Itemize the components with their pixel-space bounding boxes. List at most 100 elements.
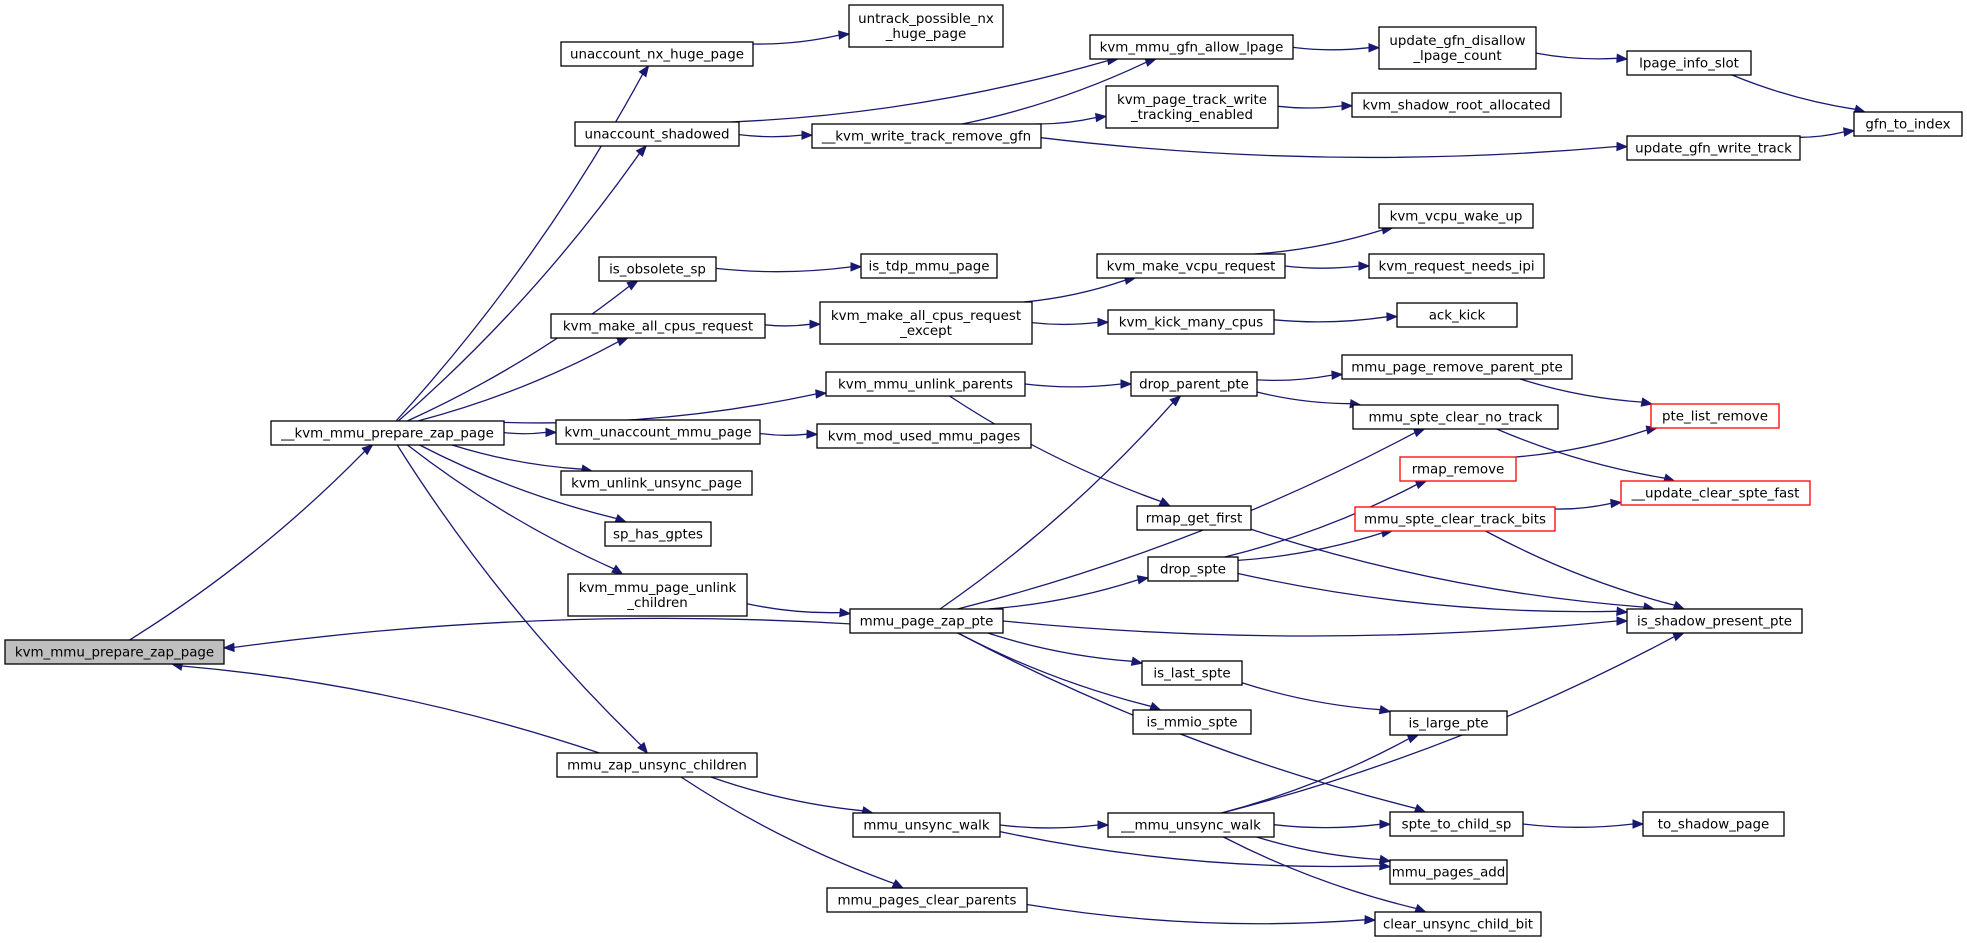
node-zap-unsync[interactable]: mmu_zap_unsync_children [556, 752, 758, 778]
node-label: to_shadow_page [1658, 818, 1770, 833]
node-clr-notrk[interactable]: mmu_spte_clear_no_track [1352, 404, 1559, 430]
node-unsync-walk[interactable]: mmu_unsync_walk [852, 812, 1001, 838]
node-box [1374, 911, 1542, 937]
edge-n_prep-to-n_unacc_mmu [503, 427, 558, 438]
node-rm-par[interactable]: mmu_page_remove_parent_pte [1341, 354, 1573, 380]
node-make-vcpu[interactable]: kvm_make_vcpu_request [1096, 253, 1286, 279]
edge-line [957, 432, 1416, 610]
node-unlink-par[interactable]: kvm_mmu_unlink_parents [825, 371, 1026, 397]
node-label: clear_unsync_child_bit [1383, 918, 1533, 933]
node-upd-wt[interactable]: update_gfn_write_track [1626, 135, 1801, 161]
node-box [1136, 505, 1252, 531]
edge-line [1250, 528, 1645, 608]
edge-n_unacc_mmu-to-n_mod_used [759, 429, 819, 439]
node-kick[interactable]: kvm_kick_many_cpus [1107, 309, 1275, 335]
node-prep[interactable]: __kvm_mmu_prepare_zap_page [270, 420, 505, 446]
node-lpage[interactable]: lpage_info_slot [1626, 50, 1752, 76]
node-box [1107, 309, 1275, 335]
node-all-cpus[interactable]: kvm_make_all_cpus_request [550, 313, 766, 339]
node-upd-dis[interactable]: update_gfn_disallow_lpage_count [1378, 26, 1537, 70]
node-zap-pte[interactable]: mmu_page_zap_pte [849, 608, 1004, 634]
node-mod-used[interactable]: kvm_mod_used_mmu_pages [816, 423, 1032, 449]
node-label: pte_list_remove [1662, 410, 1768, 425]
node-last-spte[interactable]: is_last_spte [1141, 660, 1243, 686]
node-rmap-rm[interactable]: rmap_remove [1399, 456, 1517, 482]
node-req-ipi[interactable]: kvm_request_needs_ipi [1368, 253, 1545, 279]
edge-line [1256, 836, 1381, 861]
node-allow[interactable]: kvm_mmu_gfn_allow_lpage [1089, 34, 1294, 60]
node-to-shadow[interactable]: to_shadow_page [1642, 811, 1785, 837]
edge-line [503, 393, 817, 424]
arrowhead-icon [635, 145, 648, 157]
node-large[interactable]: is_large_pte [1389, 710, 1508, 736]
node-pt-write[interactable]: kvm_page_track_write_tracking_enabled [1105, 85, 1279, 129]
node-uunsync-walk[interactable]: __mmu_unsync_walk [1107, 812, 1275, 838]
node-shadow-pres[interactable]: is_shadow_present_pte [1626, 608, 1803, 634]
node-box [811, 123, 1042, 149]
node-drop-par[interactable]: drop_parent_pte [1130, 371, 1258, 397]
arrowhead-icon [1406, 734, 1420, 744]
edge-line [1284, 265, 1360, 269]
node-unacc-mmu[interactable]: kvm_unaccount_mmu_page [555, 419, 761, 445]
edge-line [451, 444, 583, 470]
edge-n_root-to-n_prep [129, 444, 374, 641]
node-sp-gptes[interactable]: sp_has_gptes [604, 521, 712, 547]
edge-line [129, 450, 366, 641]
edge-n_kwtrg-to-n_upd_wt [1040, 137, 1629, 159]
arrowhead-icon [1378, 704, 1392, 715]
edge-n_zap_pte-to-n_drop_par [939, 395, 1182, 610]
node-drop-spte[interactable]: drop_spte [1147, 556, 1239, 582]
edge-n_drop_par-to-n_rm_par [1256, 370, 1344, 382]
node-box [1352, 404, 1559, 430]
node-label: kvm_mmu_page_unlink [579, 581, 737, 596]
node-kwtrg[interactable]: __kvm_write_track_remove_gfn [811, 123, 1042, 149]
node-pages-add[interactable]: mmu_pages_add [1389, 859, 1508, 885]
edge-n_all_cpus-to-n_all_exc [764, 319, 822, 330]
node-spte-child[interactable]: spte_to_child_sp [1389, 811, 1524, 837]
node-is-tdp[interactable]: is_tdp_mmu_page [860, 253, 998, 279]
arrowhead-icon [1413, 803, 1427, 813]
node-unacc-sh[interactable]: unaccount_shadowed [574, 121, 740, 147]
arrowhead-icon [1672, 600, 1686, 610]
node-gfn-idx[interactable]: gfn_to_index [1853, 111, 1963, 137]
node-is-obs[interactable]: is_obsolete_sp [598, 256, 717, 282]
node-clr-trk[interactable]: mmu_spte_clear_track_bits [1354, 506, 1556, 532]
node-root[interactable]: kvm_mmu_prepare_zap_page [4, 639, 225, 665]
node-label: kvm_mmu_unlink_parents [838, 378, 1013, 393]
node-pg-unl-ch[interactable]: kvm_mmu_page_unlink_children [567, 573, 748, 617]
node-clr-child[interactable]: clear_unsync_child_bit [1374, 911, 1542, 937]
edge-line [1031, 321, 1099, 326]
node-untrack[interactable]: untrack_possible_nx_huge_page [848, 4, 1004, 48]
node-label: _except [899, 324, 952, 339]
arrowhead-icon [1341, 101, 1354, 111]
arrowhead-icon [1414, 903, 1427, 913]
arrowhead-icon [1095, 112, 1108, 123]
node-rmap-first[interactable]: rmap_get_first [1136, 505, 1252, 531]
node-box [1626, 608, 1803, 634]
node-box [1351, 92, 1562, 118]
edge-line [181, 665, 600, 754]
node-ack[interactable]: ack_kick [1396, 302, 1518, 328]
arrowhead-icon [1097, 820, 1110, 830]
node-shroot[interactable]: kvm_shadow_root_allocated [1351, 92, 1562, 118]
node-vcpu-wake[interactable]: kvm_vcpu_wake_up [1378, 203, 1534, 229]
node-mmio[interactable]: is_mmio_spte [1132, 709, 1252, 735]
edge-line [764, 323, 811, 327]
node-pages-clr[interactable]: mmu_pages_clear_parents [826, 887, 1028, 913]
node-label: __kvm_mmu_prepare_zap_page [280, 427, 494, 442]
node-label: kvm_kick_many_cpus [1119, 316, 1263, 331]
node-unl-unsync[interactable]: kvm_unlink_unsync_page [560, 470, 753, 496]
edge-line [999, 830, 1381, 868]
node-all-exc[interactable]: kvm_make_all_cpus_request_except [819, 301, 1033, 345]
edge-line [738, 133, 803, 138]
node-box [1389, 710, 1508, 736]
arrowhead-icon [839, 607, 852, 618]
arrowhead-icon [1358, 261, 1371, 271]
node-upd-clr[interactable]: __update_clear_spte_fast [1620, 480, 1811, 506]
arrowhead-icon [1379, 861, 1392, 871]
node-unacc-nx[interactable]: unaccount_nx_huge_page [560, 41, 754, 67]
arrowhead-icon [806, 429, 819, 439]
edge-n_make_vcpu-to-n_req_ipi [1284, 261, 1371, 271]
node-pte-list[interactable]: pte_list_remove [1650, 403, 1780, 429]
edge-n_prep-to-n_pg_unl_ch [407, 444, 624, 575]
